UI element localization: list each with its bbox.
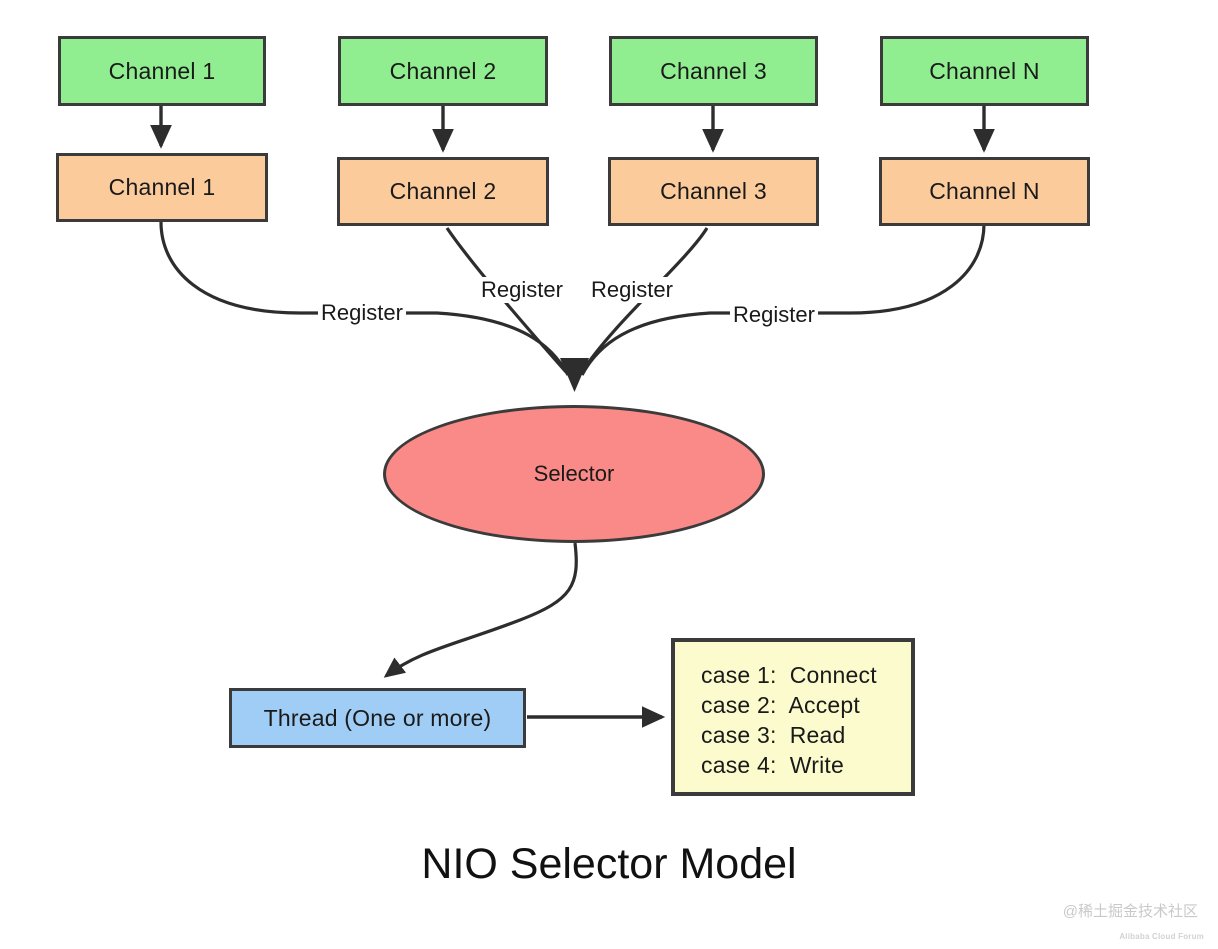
register-label-1-text: Register [321, 300, 403, 325]
case-line-4: case 4: Write [701, 752, 844, 778]
channel-top-2-label: Channel 2 [389, 57, 497, 84]
selector-inbound-arrowhead [560, 358, 589, 392]
channel-bottom-3[interactable]: Channel 3 [608, 157, 819, 226]
thread-node[interactable]: Thread (One or more) [229, 688, 526, 748]
diagram-title: NIO Selector Model [421, 840, 797, 888]
register-label-2-text: Register [481, 277, 563, 302]
cases-box[interactable]: case 1: Connect case 2: Accept case 3: R… [671, 638, 915, 796]
channel-top-3[interactable]: Channel 3 [609, 36, 818, 106]
channel-bottom-1-label: Channel 1 [108, 174, 216, 200]
register-label-4-text: Register [733, 302, 815, 327]
selector-label: Selector [533, 461, 615, 486]
register-curves [159, 221, 986, 376]
channel-top-2[interactable]: Channel 2 [338, 36, 548, 106]
channel-top-3-label: Channel 3 [660, 57, 767, 84]
case-line-2: case 2: Accept [701, 692, 860, 718]
channel-top-1-label: Channel 1 [108, 57, 216, 84]
green-to-orange-arrows [150, 106, 995, 153]
register-label-2: Register [478, 277, 566, 303]
channel-bottom-4[interactable]: Channel N [879, 157, 1090, 226]
channel-bottom-2-label: Channel 2 [389, 178, 497, 204]
watermark-sub: Alibaba Cloud Forum [1119, 932, 1204, 941]
channel-top-1[interactable]: Channel 1 [58, 36, 266, 106]
channel-bottom-3-label: Channel 3 [660, 178, 767, 204]
channel-top-4-label: Channel N [929, 57, 1040, 84]
selector-to-thread-curve [383, 542, 578, 678]
watermark: @稀土掘金技术社区 [1062, 903, 1198, 920]
thread-label: Thread (One or more) [263, 704, 492, 731]
selector-node[interactable]: Selector [383, 405, 765, 543]
channel-bottom-1[interactable]: Channel 1 [56, 153, 268, 222]
case-line-3: case 3: Read [701, 722, 846, 748]
channel-bottom-2[interactable]: Channel 2 [337, 157, 549, 226]
channel-bottom-4-label: Channel N [929, 178, 1040, 204]
channel-top-4[interactable]: Channel N [880, 36, 1089, 106]
register-label-4: Register [730, 302, 818, 328]
case-line-1: case 1: Connect [701, 662, 877, 688]
register-label-1: Register [318, 300, 406, 326]
register-label-3-text: Register [591, 277, 673, 302]
register-label-3: Register [588, 277, 676, 303]
